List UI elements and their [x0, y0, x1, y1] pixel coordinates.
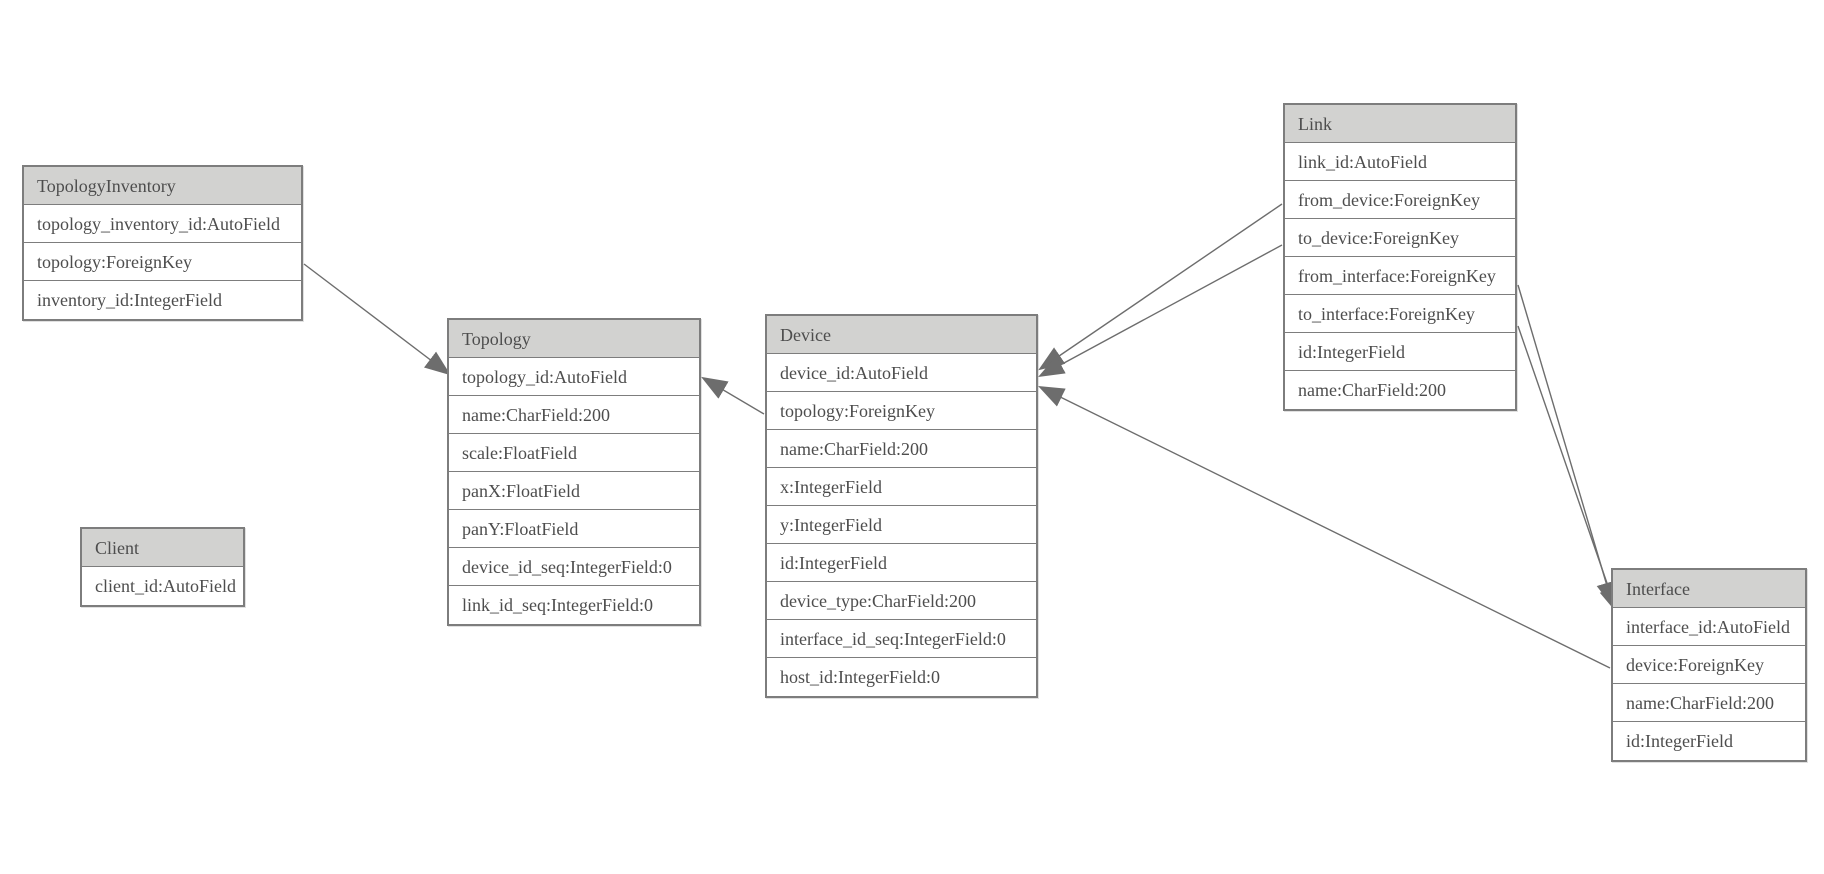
entity-field-row: y:IntegerField	[767, 506, 1036, 544]
entity-field-row: id:IntegerField	[1285, 333, 1515, 371]
entity-field-row: link_id:AutoField	[1285, 143, 1515, 181]
entity-field-row: interface_id_seq:IntegerField:0	[767, 620, 1036, 658]
entity-field-row: topology:ForeignKey	[24, 243, 301, 281]
entity-field-row: name:CharField:200	[1613, 684, 1805, 722]
relation-topologyinventory-topology	[303, 263, 451, 376]
entity-field-row: device_id_seq:IntegerField:0	[449, 548, 699, 586]
entity-field-row: id:IntegerField	[1613, 722, 1805, 760]
entity-field-row: link_id_seq:IntegerField:0	[449, 586, 699, 624]
relation-link-todevice-device	[1038, 244, 1283, 378]
relation-interface-device	[1038, 386, 1611, 669]
entity-title-topology-inventory: TopologyInventory	[24, 167, 301, 205]
entity-field-row: panX:FloatField	[449, 472, 699, 510]
entity-field-row: scale:FloatField	[449, 434, 699, 472]
entity-field-row: name:CharField:200	[449, 396, 699, 434]
entity-field-row: from_interface:ForeignKey	[1285, 257, 1515, 295]
entity-field-row: inventory_id:IntegerField	[24, 281, 301, 319]
relation-link-fromdevice-device	[1038, 203, 1283, 371]
entity-field-row: id:IntegerField	[767, 544, 1036, 582]
entity-title-topology: Topology	[449, 320, 699, 358]
entity-field-row: client_id:AutoField	[82, 567, 243, 605]
relation-link-tointerface-interface	[1517, 325, 1619, 615]
entity-field-row: x:IntegerField	[767, 468, 1036, 506]
entity-field-row: to_device:ForeignKey	[1285, 219, 1515, 257]
entity-field-row: interface_id:AutoField	[1613, 608, 1805, 646]
entity-field-row: device_id:AutoField	[767, 354, 1036, 392]
entity-title-interface: Interface	[1613, 570, 1805, 608]
entity-field-row: name:CharField:200	[1285, 371, 1515, 409]
entity-field-row: name:CharField:200	[767, 430, 1036, 468]
entity-field-row: device:ForeignKey	[1613, 646, 1805, 684]
entity-field-row: panY:FloatField	[449, 510, 699, 548]
entity-title-link: Link	[1285, 105, 1515, 143]
entity-field-row: topology:ForeignKey	[767, 392, 1036, 430]
entity-field-row: host_id:IntegerField:0	[767, 658, 1036, 696]
entity-title-device: Device	[767, 316, 1036, 354]
entity-field-row: to_interface:ForeignKey	[1285, 295, 1515, 333]
relation-device-topology	[701, 376, 765, 415]
entity-field-row: topology_id:AutoField	[449, 358, 699, 396]
entity-title-client: Client	[82, 529, 243, 567]
entity-field-row: from_device:ForeignKey	[1285, 181, 1515, 219]
relation-link-frominterface-interface	[1517, 284, 1616, 609]
entity-field-row: topology_inventory_id:AutoField	[24, 205, 301, 243]
entity-field-row: device_type:CharField:200	[767, 582, 1036, 620]
